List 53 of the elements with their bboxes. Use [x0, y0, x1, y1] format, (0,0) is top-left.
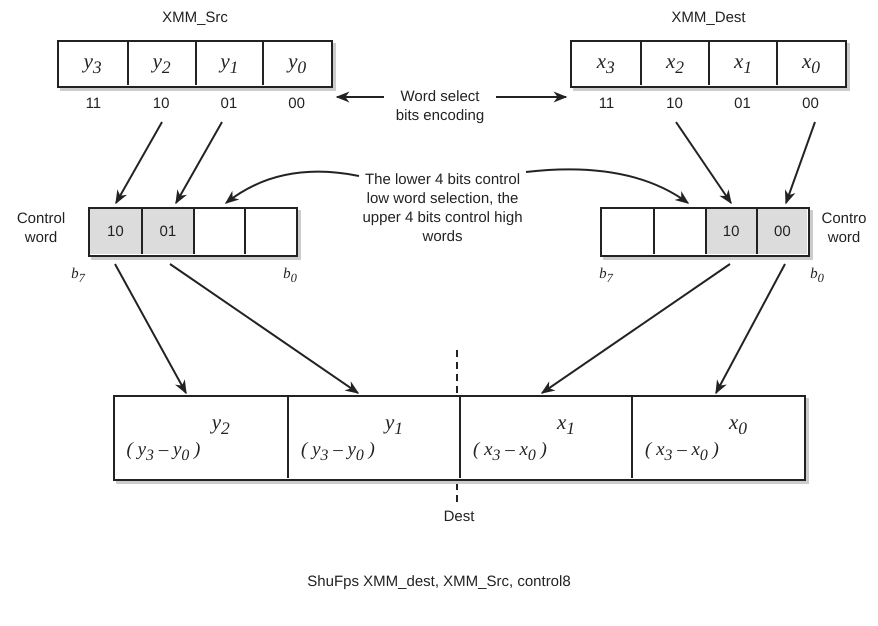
bit-field-cell: 00 [756, 209, 807, 254]
arrow [540, 263, 731, 394]
bit-index-label: b$_{7}$ [70, 265, 86, 287]
arrow [114, 264, 187, 394]
bit-index-label: b$_{7}$ [598, 265, 614, 287]
variable-cell: y$_{3}$ [56, 42, 127, 85]
variable-cell: x$_{1}$ [708, 42, 776, 85]
arrow [496, 91, 568, 103]
bit-index-label: b$_{0}$ [809, 265, 825, 287]
encoding-label: 11 [598, 94, 616, 113]
encoding-label: 00 [801, 94, 820, 113]
arrow [715, 264, 786, 394]
annotation-text: Word select bits encoding [390, 86, 490, 126]
result-cell: y$_{2}$ ( y$_{3}$ – y$_{0}$ ) [112, 397, 287, 478]
register-bar [113, 395, 806, 481]
register-bar [600, 207, 810, 257]
bit-field-cell: 01 [141, 209, 192, 254]
encoding-label: 10 [665, 94, 684, 113]
variable-cell: x$_{0}$ [776, 42, 844, 85]
encoding-label: 00 [287, 94, 306, 113]
arrow [169, 263, 360, 394]
encoding-label: 01 [733, 94, 752, 113]
arrow [115, 122, 163, 204]
register-bar [570, 40, 847, 88]
variable-cell: y$_{1}$ [194, 42, 262, 85]
bit-field-cell: 10 [88, 209, 142, 254]
result-cell: x$_{1}$ ( x$_{3}$ – x$_{0}$ ) [459, 397, 631, 478]
register-label: Control word [16, 209, 66, 247]
result-cell: y$_{1}$ ( y$_{3}$ – y$_{0}$ ) [287, 397, 459, 478]
variable-cell: x$_{3}$ [570, 42, 640, 85]
arrow [784, 122, 816, 204]
encoding-label: 10 [152, 94, 170, 113]
arrow [224, 170, 360, 204]
register-title: XMM_Src [161, 8, 229, 27]
bit-index-label: b$_{0}$ [282, 265, 298, 287]
encoding-label: 11 [84, 94, 102, 113]
variable-cell: y$_{0}$ [262, 42, 330, 85]
result-cell: x$_{0}$ ( x$_{3}$ – x$_{0}$ ) [631, 397, 803, 478]
caption: ShuFps XMM_dest, XMM_Src, control8 [306, 572, 572, 591]
encoding-label: 01 [220, 94, 238, 113]
arrow [675, 121, 732, 204]
register-label: Contro word [820, 209, 868, 247]
variable-cell: x$_{2}$ [640, 42, 708, 85]
variable-cell: y$_{2}$ [126, 42, 194, 85]
register-bar [57, 40, 333, 88]
annotation-text: The lower 4 bits control low word selection, the upper 4 bits control high words [360, 165, 525, 250]
arrow [336, 91, 384, 103]
arrow [526, 168, 690, 204]
register-label: Dest [442, 507, 476, 526]
arrow [175, 122, 223, 204]
register-bar [88, 207, 298, 257]
bit-field-cell: 10 [704, 209, 756, 254]
register-title: XMM_Dest [670, 8, 747, 27]
